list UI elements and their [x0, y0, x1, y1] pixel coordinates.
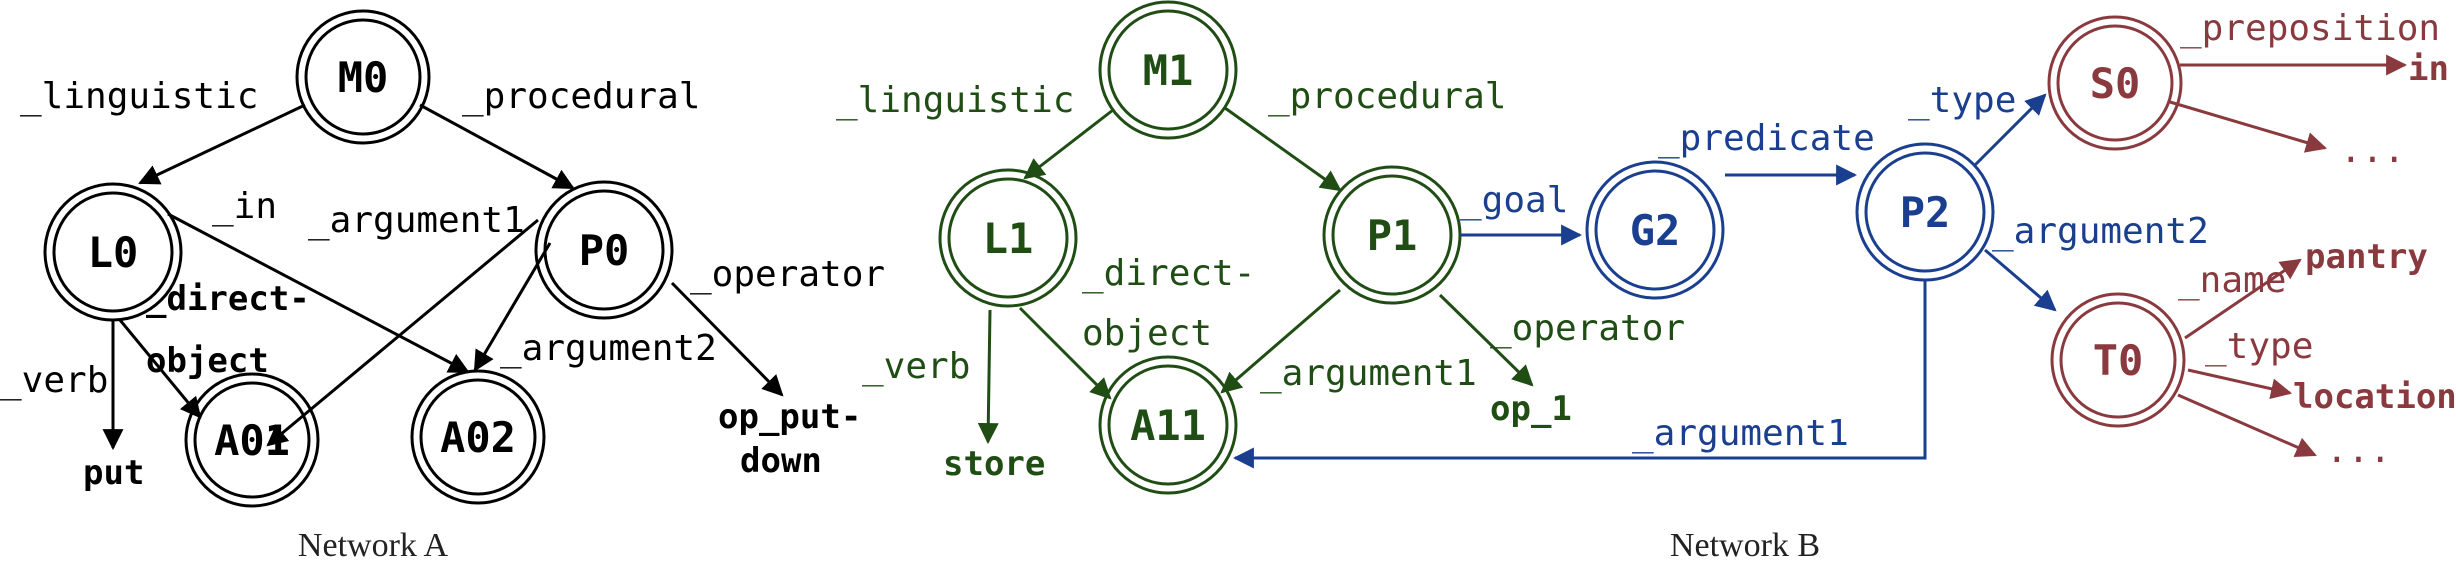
node-l0 — [43, 182, 183, 322]
edge-p0-a01 — [266, 218, 539, 447]
node-l1-label: L1 — [983, 214, 1034, 263]
edge-label-argument2-b: _argument2 — [1992, 211, 2209, 252]
edge-label-direct-object-line1: _direct- — [146, 279, 310, 319]
node-a11 — [1098, 355, 1238, 495]
edge-label-preposition: _preposition — [2180, 8, 2440, 49]
edge-label-procedural: _procedural — [462, 76, 700, 117]
edge-l0-a02 — [167, 212, 470, 374]
edge-label-type-s0: _type — [1908, 80, 2016, 121]
edge-p2-t0 — [1984, 248, 2057, 312]
edge-label-argument1: _argument1 — [308, 200, 525, 241]
edge-l1-a11 — [1018, 306, 1112, 400]
edge-label-type-t0: _type — [2205, 326, 2313, 367]
edge-m1-l1 — [1023, 108, 1114, 180]
edge-t0-pantry — [2184, 258, 2302, 340]
terminal-in: in — [2408, 49, 2449, 89]
edge-p0-operator — [670, 281, 784, 397]
node-g2 — [1585, 160, 1725, 300]
edge-p2-s0 — [1973, 93, 2047, 167]
terminal-put: put — [83, 453, 144, 493]
caption-network-b: Network B — [1670, 527, 1820, 561]
node-s0-label: S0 — [2090, 59, 2141, 108]
terminal-ellipsis-t0: ... — [2326, 430, 2391, 471]
edge-label-direct-object-b-line2: object — [1082, 313, 1212, 354]
node-m1-label: M1 — [1143, 46, 1194, 95]
edge-label-operator: _operator — [690, 254, 885, 295]
edge-label-argument1-p2: _argument1 — [1632, 413, 1849, 454]
edge-label-in: _in — [212, 186, 277, 227]
edge-label-verb: _verb — [0, 360, 108, 401]
node-a01 — [184, 372, 320, 508]
edge-m1-p1 — [1224, 106, 1342, 192]
node-l1 — [938, 168, 1078, 308]
edge-label-procedural-b: _procedural — [1268, 76, 1506, 117]
network-b-green — [938, 0, 1534, 495]
edge-t0-ellipsis — [2177, 393, 2317, 458]
node-a02 — [410, 369, 546, 505]
network-a — [43, 9, 784, 508]
edge-label-goal: _goal — [1460, 180, 1568, 221]
edge-label-direct-object-line2: object — [146, 341, 269, 381]
network-b-green-text: M1 L1 P1 A11 _linguistic _procedural _di… — [836, 46, 1820, 561]
edge-label-linguistic: _linguistic — [20, 76, 258, 117]
node-l0-label: L0 — [88, 228, 139, 277]
node-t0 — [2050, 292, 2186, 428]
caption-network-a: Network A — [298, 527, 449, 561]
edge-m0-p0 — [419, 103, 575, 190]
edge-l1-store — [977, 309, 999, 445]
edge-l0-a01 — [118, 319, 202, 419]
edge-label-argument1-p1: _argument1 — [1260, 353, 1477, 394]
node-a11-label: A11 — [1130, 401, 1206, 450]
edge-p1-op1 — [1438, 293, 1534, 387]
edge-s0-ellipsis — [2169, 100, 2328, 153]
terminal-location: location — [2293, 377, 2456, 417]
edge-label-direct-object-b-line1: _direct- — [1082, 253, 1255, 294]
node-p0-label: P0 — [579, 226, 630, 275]
network-a-text: M0 L0 P0 A01 A02 _linguistic _procedural… — [0, 53, 885, 561]
network-b-red — [2047, 15, 2408, 458]
edge-p2-a11 — [1232, 280, 1927, 469]
node-a02-label: A02 — [440, 413, 516, 462]
terminal-op-put-down-line1: op_put- — [718, 397, 861, 437]
node-p2-label: P2 — [1900, 188, 1951, 237]
node-m0 — [295, 9, 431, 145]
node-g2-label: G2 — [1630, 206, 1681, 255]
terminal-pantry: pantry — [2305, 237, 2428, 277]
network-b-red-text: S0 T0 _preposition _name _type in ... pa… — [2090, 8, 2456, 471]
node-s0 — [2047, 15, 2183, 151]
edge-t0-location — [2187, 368, 2293, 400]
node-a01-label: A01 — [214, 416, 290, 465]
edge-label-verb-b: _verb — [862, 346, 970, 387]
edge-label-name: _name — [2178, 260, 2286, 301]
edge-label-linguistic-b: _linguistic — [836, 80, 1074, 121]
node-t0-label: T0 — [2093, 336, 2144, 385]
edge-m0-l0 — [138, 103, 306, 185]
node-m0-label: M0 — [338, 53, 389, 102]
edge-label-operator-b: _operator — [1490, 308, 1685, 349]
node-m1 — [1098, 0, 1238, 140]
node-p1-label: P1 — [1367, 211, 1418, 260]
edge-label-predicate: _predicate — [1658, 118, 1875, 159]
edge-label-argument2: _argument2 — [500, 328, 717, 369]
edge-p1-a11 — [1220, 288, 1341, 394]
terminal-op-1: op_1 — [1490, 389, 1572, 429]
network-b-blue-text: G2 P2 _goal _predicate _type _argument2 … — [1460, 80, 2209, 454]
terminal-ellipsis-s0: ... — [2340, 130, 2405, 171]
node-p0 — [534, 180, 674, 320]
node-p2 — [1855, 142, 1995, 282]
terminal-op-put-down-line2: down — [740, 441, 822, 481]
network-b-blue — [1232, 93, 2057, 469]
terminal-store: store — [943, 444, 1045, 484]
